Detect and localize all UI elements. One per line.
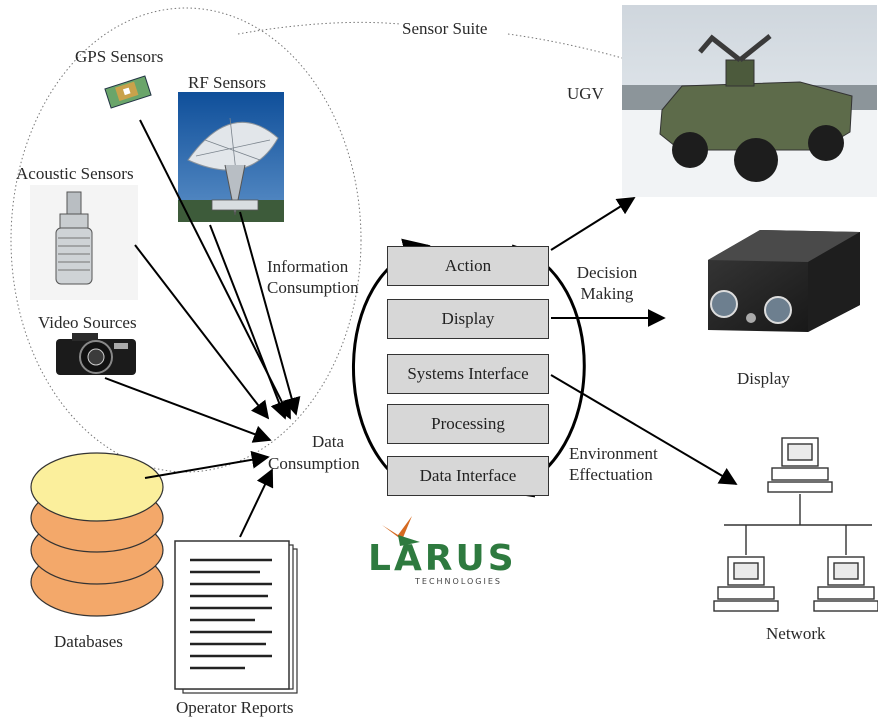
rf-sensor-image — [178, 92, 284, 222]
arrow-rf2-to-data — [209, 224, 288, 420]
process-box-data-interface: Data Interface — [387, 456, 549, 496]
sensor-suite-link — [237, 21, 401, 35]
label-making: Making — [580, 284, 634, 303]
larus-logo-mark — [382, 516, 420, 546]
display-hardware-image — [708, 230, 860, 332]
video-camera-image — [56, 333, 136, 375]
gps-sensor-image — [104, 75, 152, 109]
larus-logo-wordmark: LARUS — [368, 538, 517, 579]
label-operator-reports: Operator Reports — [176, 698, 294, 717]
label-decision: Decision — [576, 263, 638, 282]
network-computer-right — [813, 556, 878, 612]
label-acoustic-sensors: Acoustic Sensors — [16, 164, 134, 183]
acoustic-sensor-image — [30, 185, 138, 300]
label-consumption-2: Consumption — [268, 454, 360, 473]
process-box-display: Display — [387, 299, 549, 339]
label-ugv: UGV — [567, 84, 604, 103]
network-computer-top — [767, 437, 833, 493]
process-box-action: Action — [387, 246, 549, 286]
label-network: Network — [766, 624, 826, 643]
label-data: Data — [311, 432, 345, 451]
larus-logo-subtitle: TECHNOLOGIES — [415, 577, 502, 586]
label-effectuation: Effectuation — [569, 465, 653, 484]
network-diagram — [713, 437, 878, 612]
label-rf-sensors: RF Sensors — [188, 73, 266, 92]
label-consumption-1: Consumption — [267, 278, 359, 297]
arrow-rf-to-data — [239, 211, 301, 416]
arrow-db-to-data — [144, 450, 270, 479]
operator-reports-icon — [174, 540, 298, 694]
label-gps-sensors: GPS Sensors — [75, 47, 164, 66]
database-stack-icon — [30, 452, 164, 617]
network-computer-left — [713, 556, 779, 612]
label-display: Display — [737, 369, 790, 388]
label-databases: Databases — [54, 632, 123, 651]
arrow-acoustic-to-data — [134, 244, 270, 420]
process-box-processing: Processing — [387, 404, 549, 444]
sensor-suite-link-2 — [507, 33, 623, 59]
label-sensor-suite: Sensor Suite — [402, 19, 488, 38]
arrow-video-to-data — [104, 377, 272, 443]
label-video-sources: Video Sources — [38, 313, 137, 332]
process-box-systems-interface: Systems Interface — [387, 354, 549, 394]
ugv-image — [622, 5, 877, 197]
label-environment: Environment — [569, 444, 658, 463]
arrow-reports-to-data — [239, 468, 274, 538]
label-information: Information — [267, 257, 349, 276]
arrow-action-to-ugv — [550, 197, 636, 251]
